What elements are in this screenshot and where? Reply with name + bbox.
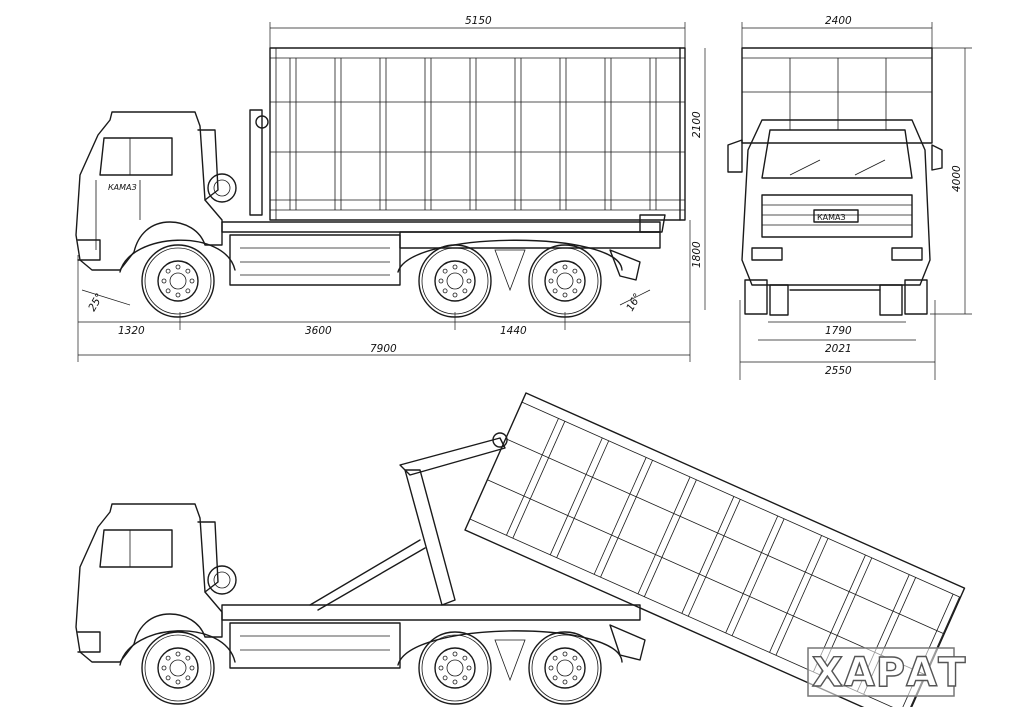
container-body xyxy=(269,47,686,221)
dim-overall-width: 2550 xyxy=(825,365,852,377)
dim-frame-height: 1800 xyxy=(691,241,703,268)
dim-approach-angle: 25° xyxy=(86,291,106,313)
dim-wheelbase: 3600 xyxy=(305,325,332,337)
dim-front-overhang: 1320 xyxy=(118,325,145,337)
wheel-front xyxy=(141,244,215,318)
side-view-truck: КАМАЗ xyxy=(75,47,686,318)
front-view-dimensions: 2400 4000 1790 2021 2550 xyxy=(739,15,972,380)
tipping-view-truck xyxy=(75,392,966,707)
dim-rear-width: 2400 xyxy=(825,15,852,27)
wheel-rear-1 xyxy=(418,244,492,318)
dim-total-height: 4000 xyxy=(951,165,963,192)
dim-track: 1790 xyxy=(825,325,852,337)
truck-cab: КАМАЗ xyxy=(75,111,237,271)
dim-body-length: 5150 xyxy=(465,15,492,27)
watermark: ХАРАТ xyxy=(807,647,966,697)
dim-outer-track: 2021 xyxy=(825,343,852,355)
wheel-front-lower xyxy=(141,631,215,705)
wheel-rear-1-lower xyxy=(418,631,492,705)
grille-brand: КАМАЗ xyxy=(817,213,846,222)
dim-body-height: 2100 xyxy=(691,111,703,138)
watermark-text: ХАРАТ xyxy=(812,650,966,696)
dim-rear-bogie: 1440 xyxy=(500,325,527,337)
dim-overall-length: 7900 xyxy=(370,343,397,355)
wheel-rear-2 xyxy=(528,244,602,318)
truck-cab-lower xyxy=(75,503,237,663)
wheel-rear-2-lower xyxy=(528,631,602,705)
cab-door-logo: КАМАЗ xyxy=(108,183,137,192)
tilted-container xyxy=(464,392,966,707)
front-view-truck: КАМАЗ xyxy=(727,47,943,316)
